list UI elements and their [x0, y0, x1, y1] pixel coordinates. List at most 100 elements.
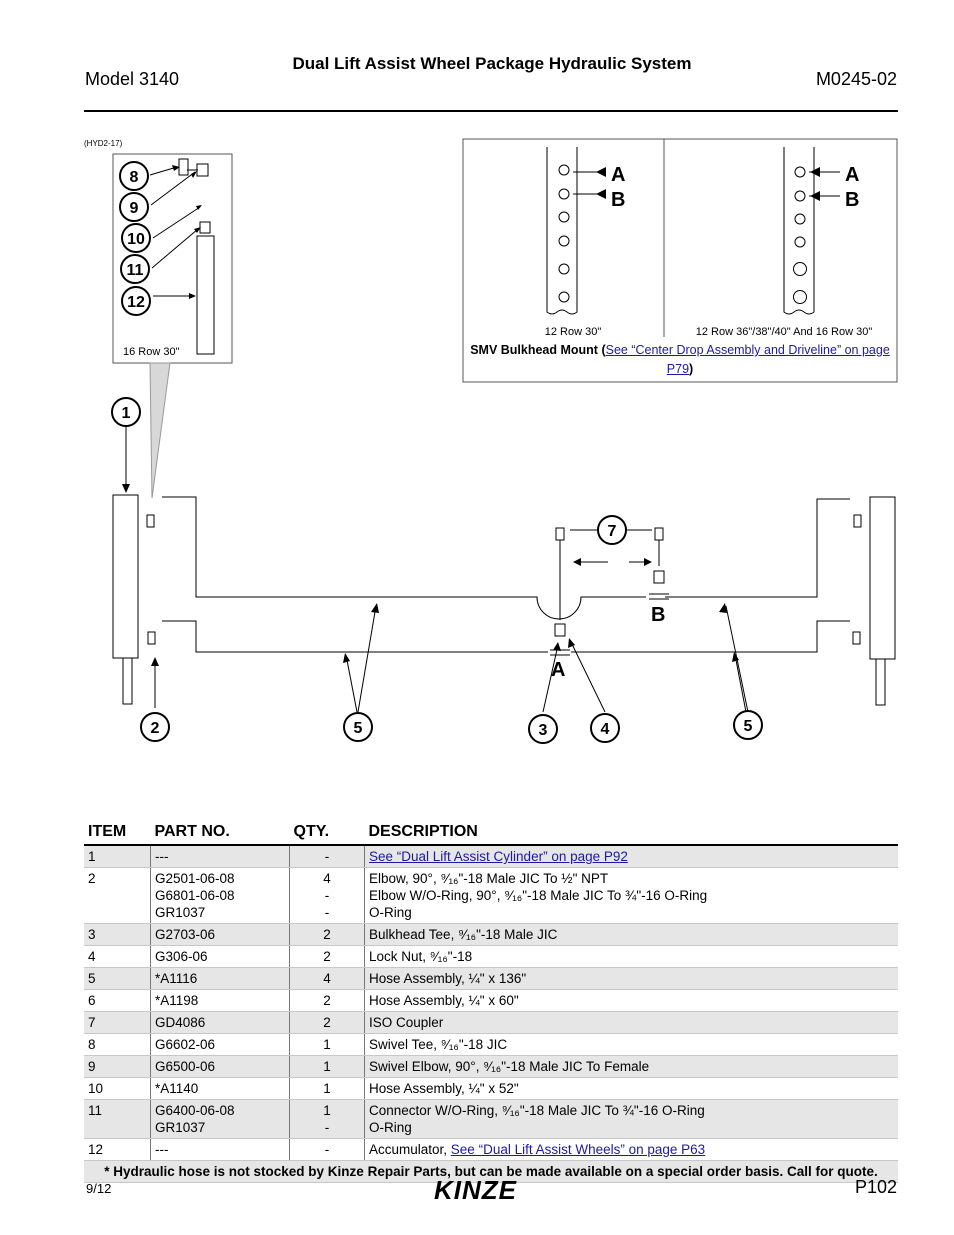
- table-row: 4 G306-06 2 Lock Nut, ⁹⁄₁₆"-18: [84, 945, 898, 968]
- callout-7: 7: [608, 523, 617, 540]
- table-row: 9 G6500-06 1 Swivel Elbow, 90°, ⁹⁄₁₆"-18…: [84, 1055, 898, 1078]
- cell-item: 5: [84, 967, 151, 990]
- accumulator-shape: [196, 235, 215, 355]
- lift-cylinder-right: [869, 496, 896, 660]
- cell-desc: Elbow, 90°, ⁹⁄₁₆"-18 Male JIC To ½" NPT: [369, 871, 609, 886]
- cell-part: G6400-06-08: [155, 1103, 235, 1118]
- hose-lower-left: [162, 620, 548, 653]
- cell-qty: 4: [323, 871, 331, 886]
- col-qty: QTY.: [289, 821, 365, 846]
- table-row: 6 *A1198 2 Hose Assembly, ¼" x 60": [84, 989, 898, 1012]
- cell-part: G306-06: [150, 945, 290, 968]
- table-row: 8 G6602-06 1 Swivel Tee, ⁹⁄₁₆"-18 JIC: [84, 1033, 898, 1056]
- cell-qty: 1: [323, 1103, 331, 1118]
- cell-item: 6: [84, 989, 151, 1012]
- cell-item: 2: [88, 871, 96, 886]
- document-number: M0245-02: [815, 69, 897, 89]
- callout-8: 8: [130, 169, 139, 186]
- cell-part: G2501-06-08: [155, 871, 235, 886]
- cell-qty: -: [324, 905, 330, 920]
- table-row: 2 G2501-06-08 G6801-06-08 GR1037 4 - - E…: [84, 867, 898, 924]
- cell-desc: Hose Assembly, ¼" x 52": [364, 1077, 898, 1100]
- page-title: Dual Lift Assist Wheel Package Hydraulic…: [292, 54, 692, 73]
- cell-qty: 4: [289, 967, 365, 990]
- cell-desc: O-Ring: [369, 1120, 412, 1135]
- model-label: Model 3140: [85, 69, 180, 89]
- cell-desc: ISO Coupler: [364, 1011, 898, 1034]
- footer-date: 9/12: [86, 1181, 112, 1196]
- cell-qty: 1: [289, 1077, 365, 1100]
- cell-qty: -: [289, 845, 365, 868]
- port-label-b-left: B: [611, 189, 625, 211]
- cell-part: *A1116: [150, 967, 290, 990]
- smv-bulkhead-caption: SMV Bulkhead Mount (See “Center Drop Ass…: [463, 341, 897, 379]
- cell-qty: 1: [289, 1055, 365, 1078]
- col-description: DESCRIPTION: [364, 821, 898, 846]
- inset-caption: 16 Row 30": [123, 346, 180, 358]
- cell-item: 4: [84, 945, 151, 968]
- cell-item: 10: [84, 1077, 151, 1100]
- cell-part: GD4086: [150, 1011, 290, 1034]
- figure-code: (HYD2-17): [84, 139, 123, 148]
- cell-qty: -: [289, 1138, 365, 1161]
- cell-desc: Connector W/O-Ring, ⁹⁄₁₆"-18 Male JIC To…: [369, 1103, 705, 1118]
- cell-desc: Swivel Elbow, 90°, ⁹⁄₁₆"-18 Male JIC To …: [364, 1055, 898, 1078]
- cell-item: 3: [84, 923, 151, 946]
- hose-lower-right: [571, 620, 850, 653]
- callout-4: 4: [601, 721, 610, 738]
- header-divider: [84, 110, 898, 112]
- parts-table: ITEM PART NO. QTY. DESCRIPTION 1 --- - S…: [84, 821, 898, 1183]
- smv-left-caption: 12 Row 30": [545, 326, 602, 338]
- cell-desc: Bulkhead Tee, ⁹⁄₁₆"-18 Male JIC: [364, 923, 898, 946]
- port-label-a-left: A: [611, 164, 625, 186]
- cell-part: *A1198: [150, 989, 290, 1012]
- callout-12: 12: [127, 294, 145, 311]
- cell-qty: -: [324, 888, 330, 903]
- swivel-elbow-shape: [196, 163, 209, 177]
- cell-desc: Swivel Tee, ⁹⁄₁₆"-18 JIC: [364, 1033, 898, 1056]
- cell-part: GR1037: [155, 1120, 206, 1135]
- cell-desc: O-Ring: [369, 905, 412, 920]
- cylinder-rod-right: [875, 658, 886, 706]
- cell-qty: 2: [289, 1011, 365, 1034]
- cell-item: 7: [84, 1011, 151, 1034]
- callout-5-left: 5: [354, 720, 363, 737]
- callout-1: 1: [122, 405, 131, 422]
- bulkhead-tee-a: [554, 623, 566, 637]
- iso-coupler-right: [654, 527, 664, 541]
- smv-page-link[interactable]: See “Center Drop Assembly and Driveline”…: [605, 343, 890, 376]
- cell-part: G6602-06: [150, 1033, 290, 1056]
- col-part-no: PART NO.: [150, 821, 290, 846]
- callout-11: 11: [127, 262, 144, 279]
- inset-box: [112, 153, 233, 364]
- connector-shape: [199, 221, 211, 234]
- page-number: P102: [854, 1177, 897, 1197]
- callout-5-right: 5: [744, 718, 753, 735]
- cylinder-page-link[interactable]: See “Dual Lift Assist Cylinder” on page …: [369, 849, 628, 864]
- lift-cylinder-left: [112, 494, 139, 659]
- hose-upper: [162, 496, 646, 620]
- col-item: ITEM: [84, 821, 151, 846]
- table-row: 3 G2703-06 2 Bulkhead Tee, ⁹⁄₁₆"-18 Male…: [84, 923, 898, 946]
- cell-item: 9: [84, 1055, 151, 1078]
- kinze-logo-text: KINZE: [434, 1175, 517, 1205]
- cell-part: ---: [150, 1138, 290, 1161]
- wheels-page-link[interactable]: See “Dual Lift Assist Wheels” on page P6…: [450, 1142, 706, 1157]
- bulkhead-plate-left: [546, 147, 578, 315]
- cell-desc: Elbow W/O-Ring, 90°, ⁹⁄₁₆"-18 Male JIC T…: [369, 888, 708, 903]
- parts-table-header: ITEM PART NO. QTY. DESCRIPTION: [84, 821, 898, 846]
- cell-item: 11: [88, 1103, 103, 1118]
- callout-2: 2: [151, 720, 160, 737]
- cell-item: 1: [84, 845, 151, 868]
- cell-part: ---: [150, 845, 290, 868]
- bulkhead-tee-b: [653, 570, 665, 584]
- table-note-row: * Hydraulic hose is not stocked by Kinze…: [84, 1160, 898, 1183]
- table-row: 12 --- - Accumulator, See “Dual Lift Ass…: [84, 1138, 898, 1161]
- cylinder-rod-left: [122, 657, 133, 705]
- swivel-tee-shape: [178, 158, 189, 176]
- cell-part: G6801-06-08: [155, 888, 235, 903]
- smv-box: [462, 138, 898, 383]
- cell-item: 12: [84, 1138, 151, 1161]
- cell-desc: See “Dual Lift Assist Cylinder” on page …: [364, 845, 898, 868]
- cell-part: G2703-06: [150, 923, 290, 946]
